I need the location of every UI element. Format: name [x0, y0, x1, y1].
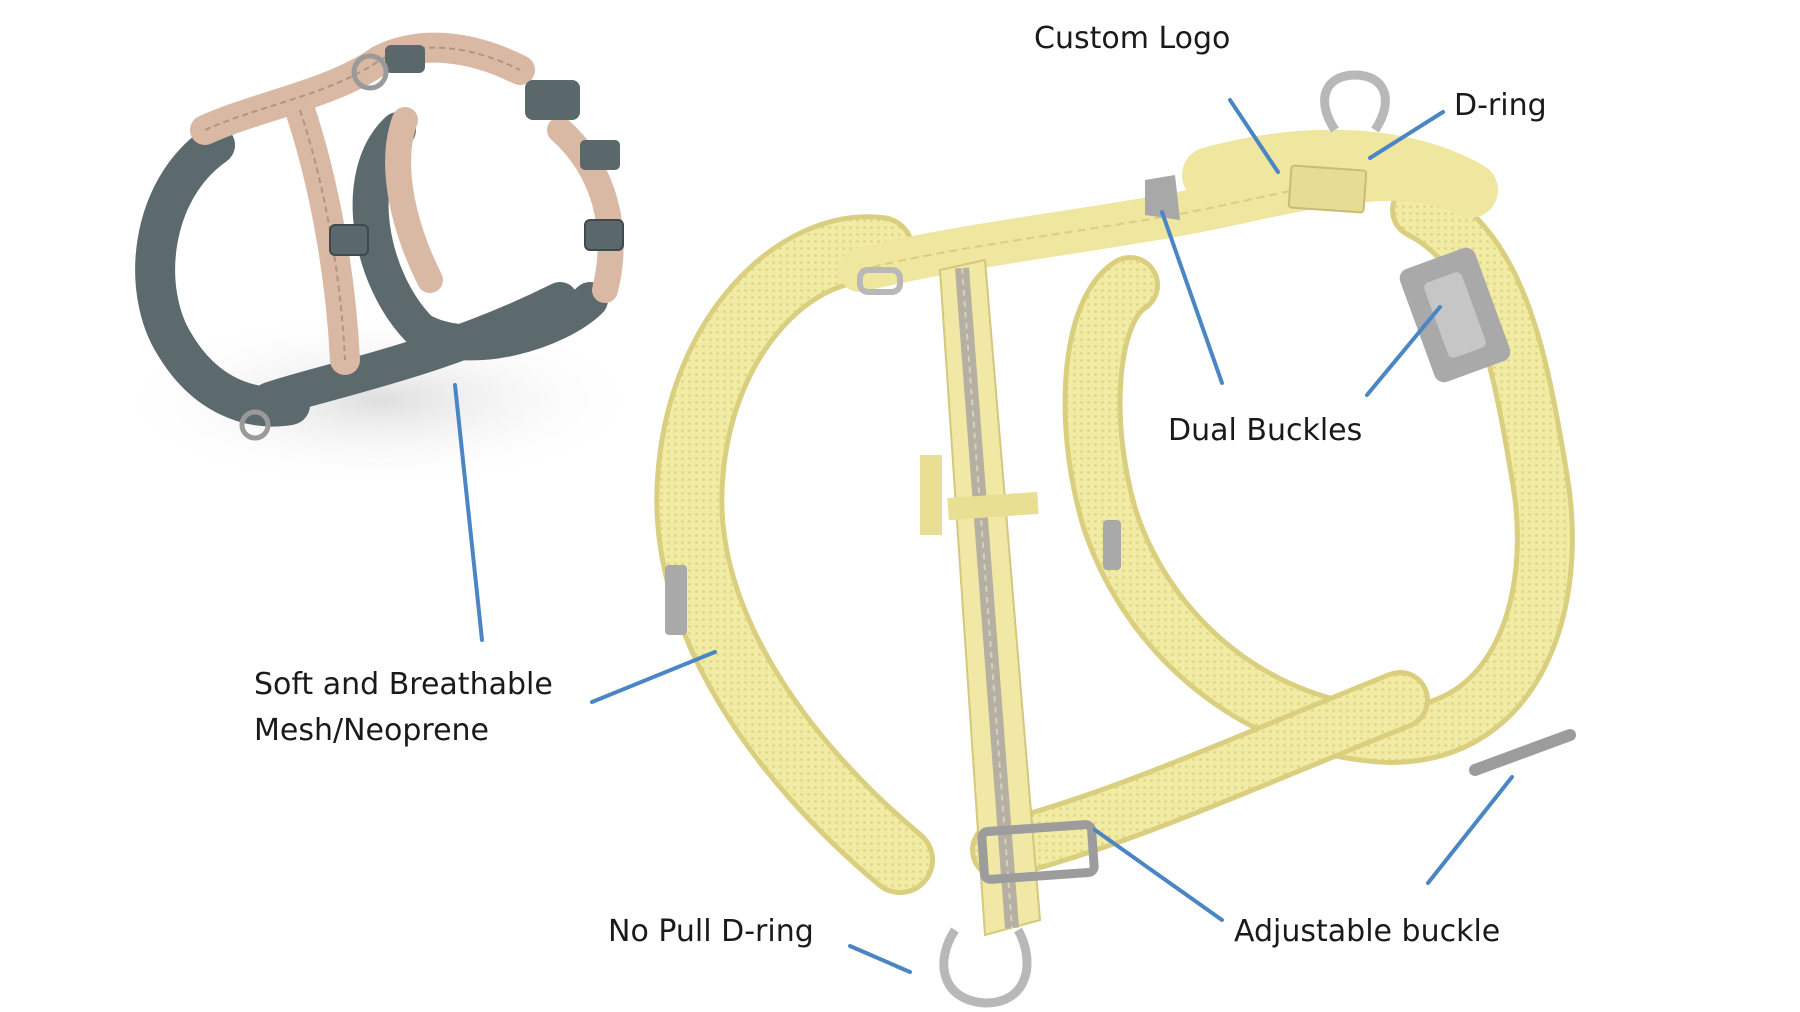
label-mesh-line-2: Mesh/Neoprene: [254, 713, 489, 748]
label-mesh-neoprene: Soft and Breathable Mesh/Neoprene: [254, 662, 553, 754]
leader-line-mesh-yellow: [590, 650, 717, 704]
label-d-ring: D-ring: [1454, 88, 1547, 123]
leader-line-adjustable-buckle-right: [1426, 775, 1514, 885]
leader-line-dual-buckles-left: [1160, 210, 1224, 385]
label-no-pull-d-ring: No Pull D-ring: [608, 914, 814, 949]
leader-line-dual-buckles-right: [1365, 305, 1442, 397]
label-mesh-line-1: Soft and Breathable: [254, 667, 553, 702]
leader-lines: [453, 98, 1514, 974]
leader-line-no-pull-d-ring: [848, 944, 912, 974]
leader-line-d-ring: [1368, 110, 1445, 160]
leader-line-mesh: [453, 383, 484, 642]
leader-line-adjustable-buckle-center: [1093, 828, 1224, 922]
leader-line-custom-logo: [1228, 98, 1280, 174]
small-harness-image: [110, 32, 650, 490]
label-custom-logo: Custom Logo: [1034, 21, 1231, 56]
label-adjustable-buckle: Adjustable buckle: [1234, 914, 1501, 949]
yellow-harness-image: [654, 70, 1576, 1008]
label-dual-buckles: Dual Buckles: [1168, 413, 1363, 448]
